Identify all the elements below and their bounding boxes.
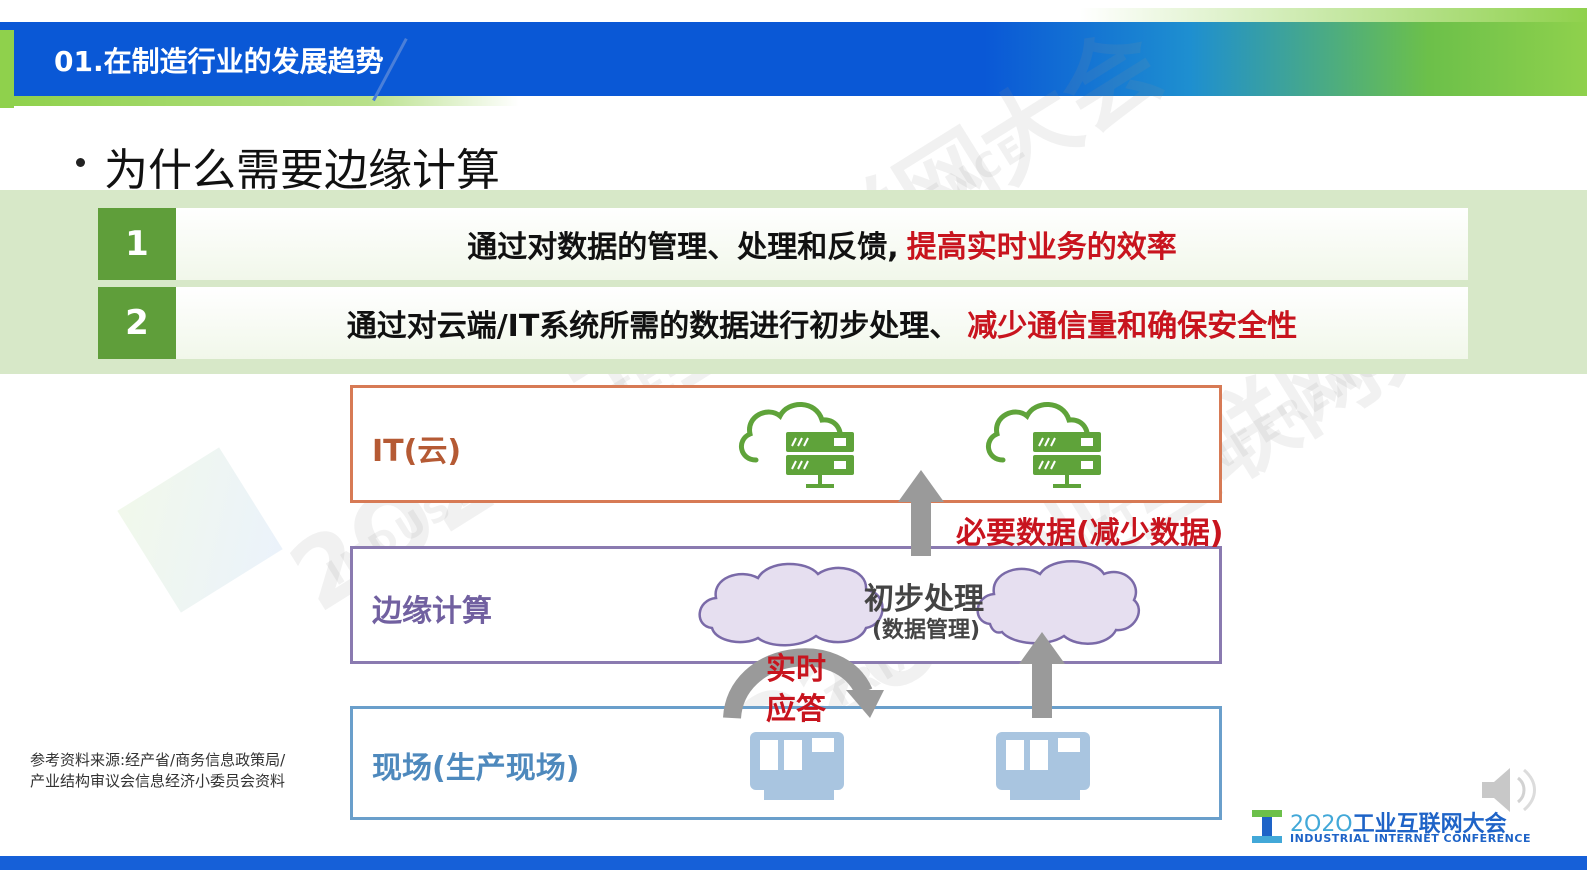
reason-row-1: 1 通过对数据的管理、处理和反馈, 提高实时业务的效率	[98, 208, 1468, 280]
machine-icon	[996, 732, 1090, 800]
speaker-icon[interactable]	[1476, 760, 1540, 820]
reason-text: 通过对云端/IT系统所需的数据进行初步处理、 减少通信量和确保安全性	[176, 287, 1468, 359]
machine-icon	[750, 732, 844, 800]
bullet-dot	[76, 158, 85, 167]
edge-cloud-right	[976, 560, 1141, 645]
reason-number: 1	[98, 208, 176, 280]
reason-text: 通过对数据的管理、处理和反馈, 提高实时业务的效率	[176, 208, 1468, 280]
layer-label-edge: 边缘计算	[372, 594, 492, 629]
footer-bar	[0, 856, 1587, 870]
logo-title: 2O2O工业互联网大会	[1290, 806, 1507, 838]
header-top-strip	[1080, 8, 1587, 22]
realtime-label-line1: 实时	[766, 652, 826, 687]
curved-arrow-icon	[723, 648, 884, 720]
edge-cloud-left	[698, 562, 884, 647]
logo-name: 工业互联网大会	[1352, 812, 1507, 837]
reason-highlight: 提高实时业务的效率	[906, 230, 1177, 265]
necessary-data-label: 必要数据(减少数据)	[956, 516, 1224, 551]
logo-icon	[1252, 810, 1282, 843]
slide-title: 01.在制造行业的发展趋势	[54, 45, 384, 78]
arrow-up-icon	[898, 470, 944, 556]
logo-year: 2O2O	[1290, 812, 1353, 837]
section-title: 为什么需要边缘计算	[104, 145, 500, 196]
layer-label-field: 现场(生产现场)	[372, 751, 580, 786]
header-bar	[0, 22, 1587, 96]
source-note: 参考资料来源:经产省/商务信息政策局/ 产业结构审议会信息经济小委员会资料	[30, 750, 285, 792]
layer-label-it: IT(云)	[372, 434, 462, 469]
reason-highlight: 减少通信量和确保安全性	[967, 309, 1298, 344]
source-line-1: 参考资料来源:经产省/商务信息政策局/	[30, 751, 286, 769]
reason-main-text: 通过对云端/IT系统所需的数据进行初步处理、	[346, 309, 960, 344]
reason-main-text: 通过对数据的管理、处理和反馈,	[467, 230, 899, 265]
logo-subtitle: INDUSTRIAL INTERNET CONFERENCE	[1290, 832, 1531, 845]
source-line-2: 产业结构审议会信息经济小委员会资料	[30, 772, 286, 790]
reason-number: 2	[98, 287, 176, 359]
cloud-server-icon	[739, 402, 854, 488]
processing-label: 初步处理	[864, 582, 984, 617]
reason-row-2: 2 通过对云端/IT系统所需的数据进行初步处理、 减少通信量和确保安全性	[98, 287, 1468, 359]
header-left-accent	[0, 30, 14, 108]
cloud-server-icon	[986, 402, 1101, 488]
arrow-up-icon	[1019, 632, 1065, 718]
processing-sublabel: (数据管理)	[872, 618, 981, 643]
header-underline	[14, 96, 519, 106]
realtime-label-line2: 应答	[766, 692, 826, 727]
